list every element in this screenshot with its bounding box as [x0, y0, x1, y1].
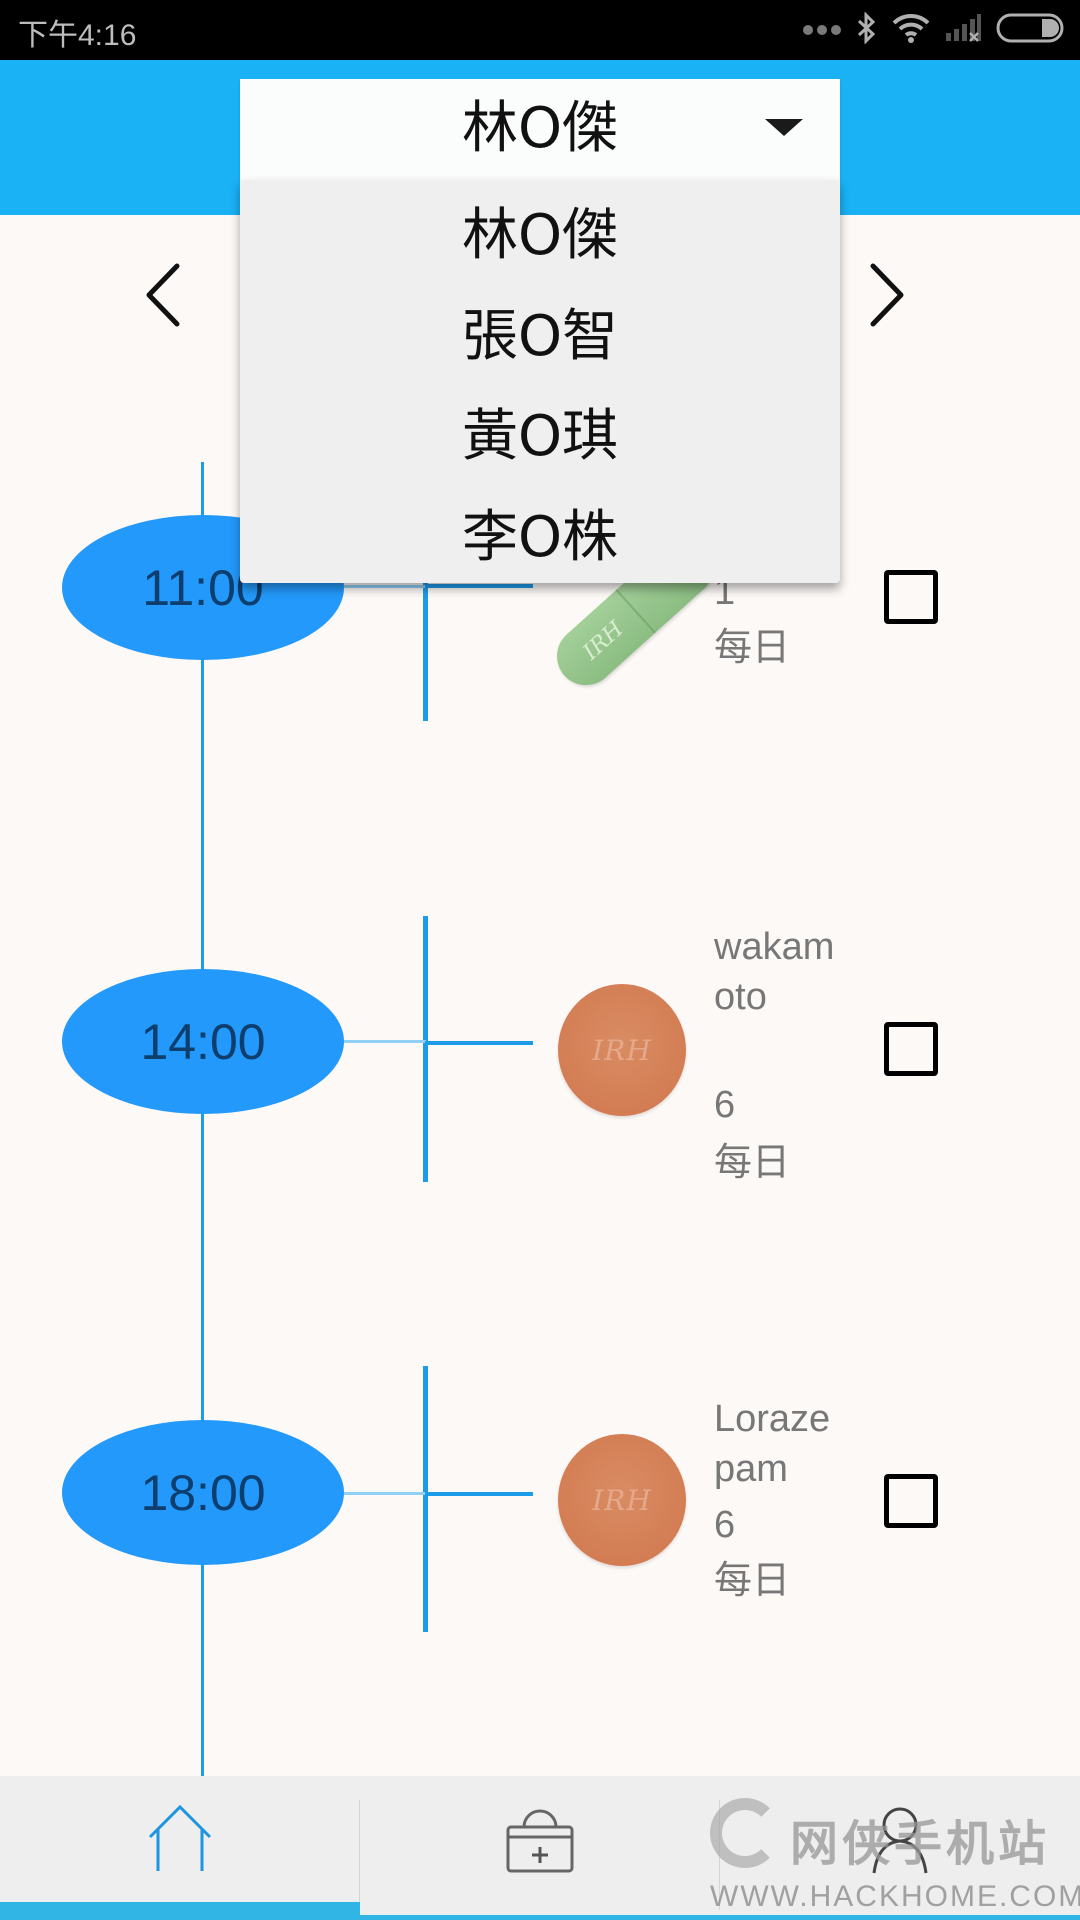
medication-frequency: 每日: [714, 1560, 791, 1602]
next-day-button[interactable]: [855, 260, 915, 330]
tab-indicator: [0, 1902, 360, 1920]
medication-name-line: pam: [714, 1448, 788, 1490]
tab-home[interactable]: [0, 1776, 360, 1920]
medication-name-line: Loraze: [714, 1398, 831, 1440]
taken-checkbox[interactable]: [884, 1474, 938, 1528]
medkit-icon: [506, 1809, 574, 1873]
dropdown-option[interactable]: 黃O琪: [461, 404, 619, 470]
wifi-icon: [892, 13, 930, 47]
person-selector-dropdown[interactable]: 林O傑: [240, 79, 840, 180]
schedule-branch-line: [423, 1366, 428, 1632]
taken-checkbox[interactable]: [884, 570, 938, 624]
pill-round-image: IRH: [558, 984, 686, 1116]
medication-dose: 6: [714, 1504, 736, 1546]
status-bar: 下午4:16: [0, 0, 1080, 60]
home-icon: [148, 1804, 212, 1871]
medication-info: Loraze pam 6 每日: [714, 1394, 864, 1606]
medication-name-line: [714, 1022, 864, 1072]
dropdown-caret-icon: [765, 119, 803, 136]
timeline-axis: [201, 462, 204, 1776]
pill-imprint: IRH: [592, 1033, 652, 1067]
schedule-connector: [344, 585, 426, 588]
tab-indicator: [720, 1915, 1080, 1920]
more-dots-icon: [802, 21, 842, 40]
pill-imprint: IRH: [592, 1483, 652, 1517]
tab-profile[interactable]: [720, 1776, 1080, 1920]
signal-no-sim-icon: [944, 13, 982, 47]
taken-checkbox[interactable]: [884, 1022, 938, 1076]
bluetooth-icon: [856, 11, 878, 48]
tab-indicator: [360, 1915, 720, 1920]
pill-imprint: IRH: [578, 616, 629, 665]
schedule-connector: [425, 1492, 533, 1496]
dropdown-option[interactable]: 張O智: [461, 303, 619, 369]
person-dropdown-list: 林O傑 張O智 黃O琪 李O株: [240, 180, 840, 583]
medication-name-line: oto: [714, 976, 767, 1018]
medication-name-line: wakam: [714, 926, 835, 968]
status-time: 下午4:16: [18, 19, 137, 52]
dropdown-option[interactable]: 林O傑: [461, 202, 619, 268]
battery-icon: [996, 13, 1064, 47]
schedule-connector: [344, 1492, 426, 1495]
person-icon: [872, 1807, 928, 1874]
pill-round-image: IRH: [558, 1434, 686, 1566]
schedule-branch-line: [423, 916, 428, 1182]
tab-medicine-kit[interactable]: [360, 1776, 720, 1920]
medication-dose: 6: [714, 1084, 736, 1126]
schedule-connector: [344, 1040, 426, 1043]
status-icons: [802, 11, 1064, 48]
time-badge[interactable]: 14:00: [62, 969, 344, 1114]
schedule-row: 18:00 IRH Loraze pam 6 每日: [0, 1342, 1080, 1642]
schedule-branch-line: [423, 455, 428, 721]
schedule-connector: [425, 1041, 533, 1045]
schedule-row: 14:00 IRH wakam oto 6 每日: [0, 892, 1080, 1192]
tab-divider: [359, 1800, 360, 1910]
chevron-right-icon: [870, 263, 904, 327]
time-label: 14:00: [140, 1013, 266, 1070]
medication-info: wakam oto 6 每日: [714, 922, 864, 1188]
chevron-left-icon: [146, 263, 180, 327]
medication-frequency: 每日: [714, 627, 791, 669]
dropdown-option[interactable]: 李O株: [461, 505, 619, 571]
medication-frequency: 每日: [714, 1142, 791, 1184]
bottom-navigation: [0, 1776, 1080, 1920]
time-badge[interactable]: 18:00: [62, 1420, 344, 1565]
time-label: 18:00: [140, 1464, 266, 1521]
previous-day-button[interactable]: [135, 260, 195, 330]
selected-person: 林O傑: [461, 96, 619, 161]
schedule-connector: [425, 584, 533, 588]
